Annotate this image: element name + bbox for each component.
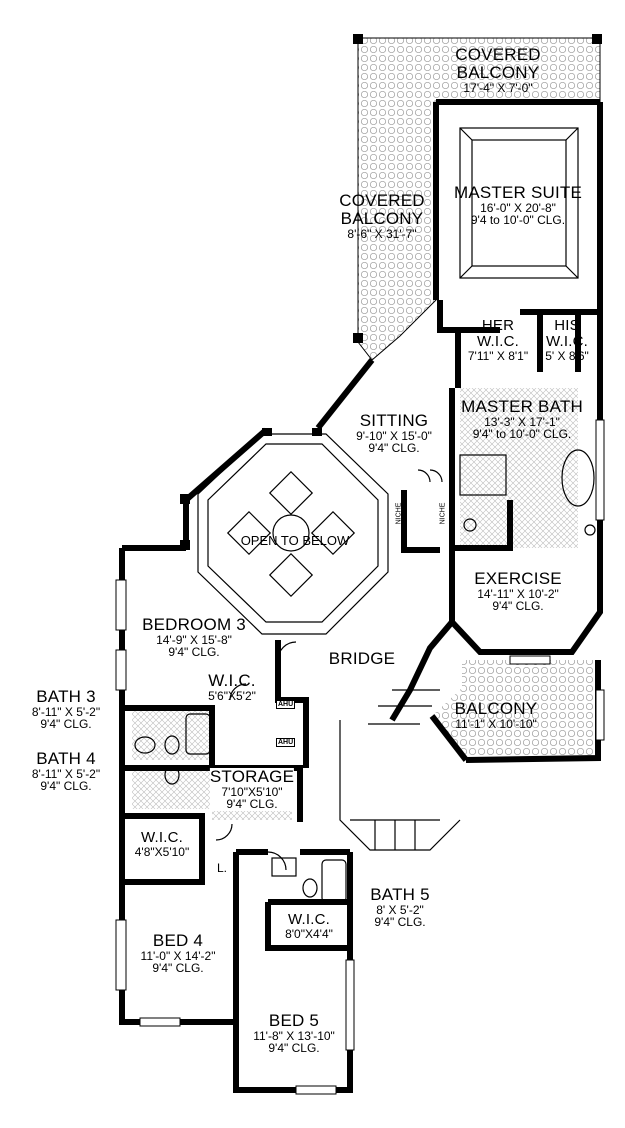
room-dimensions: 7'10"X5'10" — [221, 784, 283, 799]
room-name: W.I.C. — [140, 829, 184, 846]
his-wic-label: HIS W.I.C. 5' X 8'6" — [545, 318, 589, 362]
room-dimensions: 5'6"X5'2" — [208, 688, 256, 703]
ahu-tag: AHU — [276, 738, 296, 747]
storage-label: STORAGE 7'10"X5'10" 9'4" CLG. — [209, 767, 295, 812]
room-ceiling: 9'4" CLG. — [268, 1041, 320, 1056]
her-wic-label: HER W.I.C. 7'11" X 8'1" — [468, 318, 528, 362]
room-name: HER — [481, 317, 515, 334]
room-dimensions: 8'0"X4'4" — [285, 926, 333, 941]
room-ceiling: 9'4" CLG. — [492, 599, 544, 614]
open-to-below-label: OPEN TO BELOW — [241, 534, 350, 548]
room-dimensions: 14'-11" X 10'-2" — [477, 586, 559, 601]
room-name: BATH 4 — [36, 749, 96, 768]
wic-bed4-label: W.I.C. 4'8"X5'10" — [135, 830, 189, 858]
room-name: BALCONY — [456, 62, 540, 82]
room-ceiling: 9'4" CLG. — [368, 441, 420, 456]
room-name: W.I.C. — [545, 332, 589, 350]
room-name: COVERED — [455, 45, 541, 64]
room-name: COVERED — [339, 191, 425, 210]
room-name: BRIDGE — [328, 649, 396, 668]
sitting-label: SITTING 9'-10" X 15'-0" 9'4" CLG. — [356, 412, 432, 455]
bed5-label: BED 5 11'-8" X 13'-10" 9'4" CLG. — [253, 1012, 335, 1055]
room-name: SITTING — [359, 411, 429, 430]
room-dimensions: 13'-3" X 17'-1" — [484, 414, 560, 429]
room-dimensions: 7'11" X 8'1" — [467, 348, 529, 363]
master-suite-label: MASTER SUITE 16'-0" X 20'-8" 9'4 to 10'-… — [454, 184, 582, 227]
room-dimensions: 11'-0" X 14'-2" — [140, 948, 216, 963]
room-ceiling: 9'4 to 10'-0" CLG. — [470, 213, 566, 228]
room-name: BATH 3 — [36, 687, 96, 706]
room-dimensions: 17'-4" X 7'-0" — [463, 80, 533, 95]
niche-tag-left: NICHE — [395, 502, 403, 525]
room-name: MASTER BATH — [461, 397, 583, 416]
room-name: EXERCISE — [474, 569, 562, 588]
room-ceiling: 9'4" CLG. — [226, 797, 278, 812]
room-name: MASTER SUITE — [453, 183, 583, 202]
room-name: BATH 5 — [370, 885, 430, 904]
bedroom3-label: BEDROOM 3 14'-9" X 15'-8" 9'4" CLG. — [142, 616, 246, 659]
room-name: STORAGE — [209, 767, 295, 786]
master-bath-label: MASTER BATH 13'-3" X 17'-1" 9'4" to 10'-… — [461, 398, 583, 441]
room-name: OPEN TO BELOW — [240, 533, 350, 548]
covered-balcony-side-label: COVERED BALCONY 8'-6" X 31'-7" — [339, 192, 424, 240]
room-ceiling: 9'4" to 10'-0" CLG. — [472, 427, 572, 442]
exercise-label: EXERCISE 14'-11" X 10'-2" 9'4" CLG. — [474, 570, 562, 613]
interior-lines — [134, 127, 596, 903]
room-dimensions: 11'-1" X 10'-10" — [455, 716, 537, 731]
bridge-label: BRIDGE — [329, 650, 395, 668]
bed4-label: BED 4 11'-0" X 14'-2" 9'4" CLG. — [141, 932, 216, 975]
windows — [115, 419, 605, 1095]
room-name: W.I.C. — [287, 911, 331, 928]
room-ceiling: 9'4" CLG. — [152, 961, 204, 976]
bath3-label: BATH 3 8'-11" X 5'-2" 9'4" CLG. — [32, 688, 100, 731]
room-ceiling: 9'4" CLG. — [168, 645, 220, 660]
room-name: L. — [216, 861, 228, 875]
walls — [119, 99, 603, 1093]
room-dimensions: 16'-0" X 20'-8" — [480, 200, 556, 215]
master-bath-floor — [460, 388, 578, 548]
room-name: BALCONY — [454, 699, 538, 718]
room-dimensions: 8'-11" X 5'-2" — [31, 766, 101, 781]
bath4-floor — [132, 765, 212, 809]
room-ceiling: 9'4" CLG. — [40, 779, 92, 794]
room-dimensions: 11'-8" X 13'-10" — [253, 1028, 335, 1043]
room-name: BEDROOM 3 — [142, 615, 246, 634]
room-name: W.I.C. — [208, 671, 256, 690]
room-dimensions: 8'-11" X 5'-2" — [31, 704, 101, 719]
room-dimensions: 8' X 5'-2" — [376, 902, 424, 917]
wall-posts — [180, 428, 322, 550]
wic-bed5-label: W.I.C. 8'0"X4'4" — [285, 912, 333, 940]
covered-balcony-top-label: COVERED BALCONY 17'-4" X 7'-0" — [455, 46, 540, 94]
room-name: BED 5 — [268, 1011, 320, 1030]
room-dimensions: 8'-6" X 31'-7" — [347, 226, 417, 241]
room-dimensions: 14'-9" X 15'-8" — [156, 632, 232, 647]
ahu-tag: AHU — [276, 700, 296, 709]
room-ceiling: 9'4" CLG. — [40, 717, 92, 732]
room-dimensions: 5' X 8'6" — [545, 348, 589, 363]
balcony-floor — [432, 660, 598, 760]
room-name: BALCONY — [340, 208, 424, 228]
bath3-floor — [132, 710, 212, 760]
bath5-label: BATH 5 8' X 5'-2" 9'4" CLG. — [370, 886, 429, 929]
room-name: W.I.C. — [476, 332, 520, 350]
room-dimensions: 9'-10" X 15'-0" — [356, 428, 432, 443]
room-name: HIS — [554, 317, 580, 334]
linen-label: L. — [217, 862, 227, 875]
room-dimensions: 4'8"X5'10" — [134, 844, 190, 859]
bath4-label: BATH 4 8'-11" X 5'-2" 9'4" CLG. — [32, 750, 100, 793]
niche-tag-right: NICHE — [439, 502, 447, 525]
balcony-label: BALCONY 11'-1" X 10'-10" — [455, 700, 538, 730]
room-name: BED 4 — [152, 931, 204, 950]
room-ceiling: 9'4" CLG. — [374, 915, 426, 930]
wic-bed3-label: W.I.C. 5'6"X5'2" — [208, 672, 256, 702]
